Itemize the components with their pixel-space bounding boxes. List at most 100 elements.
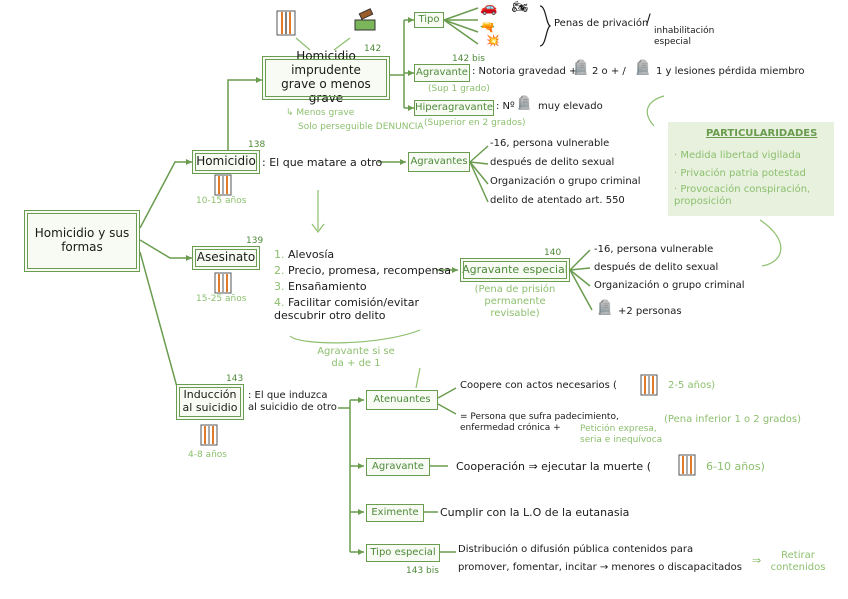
eximente-text: Cumplir con la L.O de la eutanasia xyxy=(440,506,630,519)
homicidio-agravante-1: -16, persona vulnerable xyxy=(490,138,610,149)
homicidio-article: 138 xyxy=(248,140,266,150)
agravante-imprudente-sub: (Sup 1 grado) xyxy=(428,84,490,94)
penas-text: Penas de privación xyxy=(554,18,649,29)
root-label: Homicidio y sus formas xyxy=(34,226,130,254)
tombstone-icon-3: 🪦 xyxy=(516,96,533,111)
asesinato-agravante-2: después de delito sexual xyxy=(594,262,719,273)
note-menos-grave: Menos grave xyxy=(296,108,355,118)
induccion-node: Inducción al suicidio xyxy=(176,384,244,420)
tipo-especial-node: Tipo especial xyxy=(366,544,440,562)
agravante-imprudente-node: Agravante xyxy=(414,64,470,82)
atenuante-1-years: 2-5 años) xyxy=(668,380,716,391)
motorcycle-icon: 🏍 xyxy=(512,0,529,15)
homicidio-agravantes-label: Agravantes xyxy=(410,156,468,168)
imprudente-label-1: Homicidio imprudente xyxy=(291,49,361,78)
homicidio-years: 10-15 años xyxy=(196,196,247,206)
asesinato-node: Asesinato xyxy=(192,246,260,270)
induccion-years: 4-8 años xyxy=(188,450,227,460)
homicidio-definition: : El que matare a otro xyxy=(262,156,383,169)
agravante-imprudente-text3: 1 y lesiones pérdida miembro xyxy=(656,66,805,77)
particularidades-panel: PARTICULARIDADES · Medida libertad vigil… xyxy=(668,122,834,216)
particularidad-libertad: Medida libertad vigilada xyxy=(680,150,801,161)
tipo-node: Tipo xyxy=(414,12,444,28)
induccion-prison-icon xyxy=(200,424,218,450)
atenuante-2: = Persona que sufra padecimiento, enferm… xyxy=(460,412,619,433)
agravante-imprudente-text2: 2 o + / xyxy=(592,66,626,77)
retirar-text: Retirar contenidos xyxy=(770,550,826,573)
asesinato-article: 139 xyxy=(246,236,264,246)
tombstone-icon-2: 🪦 xyxy=(634,60,652,76)
item-number-3: 3. xyxy=(274,280,285,293)
inhabilitacion-text: inhabilitación especial xyxy=(654,26,715,47)
item-alevosia: Alevosía xyxy=(288,248,335,261)
homicidio-agravante-4: delito de atentado art. 550 xyxy=(490,195,625,206)
homicidio-agravantes-node: Agravantes xyxy=(408,152,470,172)
tipo-especial-article: 143 bis xyxy=(406,566,439,576)
homicidio-node: Homicidio xyxy=(192,150,260,174)
agravante-especial-article: 140 xyxy=(544,248,562,258)
item-number-4: 4. xyxy=(274,296,285,309)
asesinato-label: Asesinato xyxy=(196,250,256,265)
imprudente-node: Homicidio imprudente grave o menos grave xyxy=(262,50,390,105)
asesinato-item-2: 2. Precio, promesa, recompensa xyxy=(274,264,451,277)
agravante-imprudente-text: : Notoria gravedad + xyxy=(472,66,578,77)
agravante-especial-node: Agravante especial xyxy=(460,258,570,282)
homicidio-agravante-3: Organización o grupo criminal xyxy=(490,176,641,187)
asesinato-item-4: 4. Facilitar comisión/evitar descubrir o… xyxy=(274,296,434,322)
induccion-agravante-text: Cooperación ⇒ ejecutar la muerte ( xyxy=(456,460,651,473)
particularidades-item-1: · Medida libertad vigilada xyxy=(674,150,801,161)
asesinato-prison-icon xyxy=(214,272,232,298)
imprudente-note-2: Solo perseguible DENUNCIA xyxy=(298,122,424,132)
atenuante-note: (Pena inferior 1 o 2 grados) xyxy=(664,414,802,425)
hiperagravante-node: Hiperagravante xyxy=(414,100,494,116)
tipo-label: Tipo xyxy=(418,14,440,26)
gavel-money-icon xyxy=(352,8,378,36)
asesinato-item-1: 1. Alevosía xyxy=(274,248,334,261)
eximente-label: Eximente xyxy=(371,507,419,519)
retirar-arrow: ⇒ xyxy=(752,554,762,567)
tipo-especial-text-2: promover, fomentar, incitar → menores o … xyxy=(458,562,742,573)
induccion-agravante-label: Agravante xyxy=(372,461,424,473)
item-facilitar: Facilitar comisión/evitar descubrir otro… xyxy=(274,296,420,323)
particularidades-item-2: · Privación patria potestad xyxy=(674,168,806,179)
induccion-label-1: Inducción xyxy=(183,388,237,402)
tombstone-icon: 🪦 xyxy=(572,60,590,76)
induccion-agravante-node: Agravante xyxy=(366,458,430,476)
atenuante-1: Coopere con actos necesarios ( xyxy=(460,380,617,391)
agravante-142bis-article: 142 bis xyxy=(452,54,485,64)
car-icon: 🚗 xyxy=(480,0,498,16)
imprudente-article: 142 xyxy=(364,44,382,54)
agravante-especial-note: (Pena de prisión permanente revisable) xyxy=(474,284,556,319)
injury-icon: 💥 xyxy=(486,34,500,47)
atenuantes-node: Atenuantes xyxy=(366,390,438,410)
asesinato-agravante-note: Agravante si se da + de 1 xyxy=(317,346,395,369)
atenuante-prison-icon xyxy=(640,374,658,400)
induccion-agravante-years: 6-10 años) xyxy=(706,460,765,473)
atenuante-2-peticion: Petición expresa, seria e inequívoca xyxy=(580,424,663,445)
agravante-especial-label: Agravante especial xyxy=(462,262,568,276)
item-number-1: 1. xyxy=(274,248,285,261)
atenuantes-label: Atenuantes xyxy=(373,394,431,406)
asesinato-agravante-3: Organización o grupo criminal xyxy=(594,280,745,291)
asesinato-agravante-1: -16, persona vulnerable xyxy=(594,244,714,255)
particularidades-item-3: · Provocación conspiración, proposición xyxy=(674,184,811,207)
asesinato-years: 15-25 años xyxy=(196,294,247,304)
particularidad-provocacion: Provocación conspiración, proposición xyxy=(674,184,811,207)
homicidio-agravante-2: después de delito sexual xyxy=(490,157,615,168)
hiperagravante-sub: (Superior en 2 grados) xyxy=(424,118,526,128)
imprudente-label-2: grave o menos grave xyxy=(281,77,371,105)
item-number-2: 2. xyxy=(274,264,285,277)
particularidades-title: PARTICULARIDADES xyxy=(706,128,818,139)
root-node: Homicidio y sus formas xyxy=(24,210,140,272)
slash-separator: / xyxy=(646,12,651,28)
eximente-node: Eximente xyxy=(366,504,424,522)
particularidad-patria-potestad: Privación patria potestad xyxy=(680,168,806,179)
tombstone-icon-4: 🪦 xyxy=(596,300,614,316)
agravante-imprudente-label: Agravante xyxy=(416,67,468,79)
agravante-prison-icon xyxy=(678,454,696,480)
tipo-especial-label: Tipo especial xyxy=(370,547,436,559)
hiperagravante-text: : Nº xyxy=(496,101,515,112)
hiperagravante-label: Hiperagravante xyxy=(414,102,494,114)
